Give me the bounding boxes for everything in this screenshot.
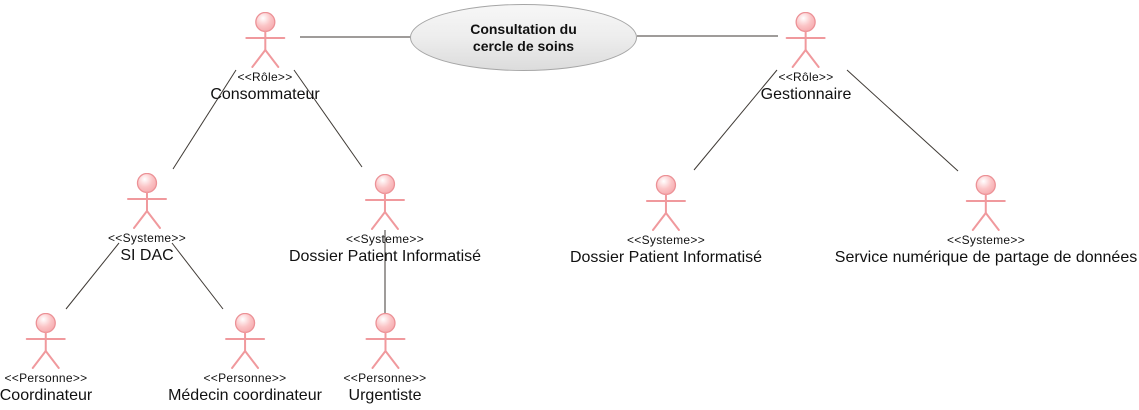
- person-icon: [364, 313, 405, 369]
- actor-name: Dossier Patient Informatisé: [569, 249, 763, 266]
- actor-dpi-left[interactable]: <<Systeme>> Dossier Patient Informatisé: [289, 174, 481, 266]
- actor-stereotype: <<Personne>>: [343, 371, 427, 385]
- actor-name: Gestionnaire: [760, 86, 852, 103]
- actor-consommateur[interactable]: <<Rôle>> Consommateur: [210, 12, 320, 104]
- actor-name: Médecin coordinateur: [168, 387, 322, 404]
- connector-consommateur-dpi-left: [293, 69, 363, 168]
- person-icon: [26, 313, 66, 369]
- actor-stereotype: <<Rôle>>: [237, 70, 293, 84]
- actor-stereotype: <<Rôle>>: [778, 70, 834, 84]
- person-icon: [225, 313, 265, 369]
- actor-stereotype: <<Systeme>>: [107, 231, 187, 245]
- actor-name: Consommateur: [210, 86, 320, 103]
- actor-stereotype: <<Personne>>: [4, 371, 88, 385]
- actor-name: Dossier Patient Informatisé: [288, 248, 482, 265]
- actor-service-numerique[interactable]: <<Systeme>> Service numérique de partage…: [835, 175, 1137, 267]
- use-case-node[interactable]: Consultation du cercle de soins: [410, 4, 637, 71]
- person-icon: [364, 174, 405, 230]
- connector-gestionnaire-dpi-right: [693, 69, 778, 171]
- actor-name: SI DAC: [120, 247, 174, 264]
- connector-sidac-medecin: [171, 242, 224, 310]
- actor-medecin-coordinateur[interactable]: <<Personne>> Médecin coordinateur: [168, 313, 322, 405]
- person-icon: [966, 175, 1006, 231]
- actor-stereotype: <<Personne>>: [203, 371, 287, 385]
- actor-gestionnaire[interactable]: <<Rôle>> Gestionnaire: [760, 12, 852, 104]
- actor-stereotype: <<Systeme>>: [345, 232, 425, 246]
- actor-urgentiste[interactable]: <<Personne>> Urgentiste: [343, 313, 426, 405]
- connector-sidac-coordinateur: [65, 242, 120, 310]
- actor-name: Urgentiste: [348, 387, 422, 404]
- person-icon: [126, 173, 167, 229]
- actor-name: Coordinateur: [0, 387, 93, 404]
- actor-name: Service numérique de partage de données: [834, 249, 1138, 266]
- actor-dpi-right[interactable]: <<Systeme>> Dossier Patient Informatisé: [570, 175, 762, 267]
- person-icon: [245, 12, 285, 68]
- use-case-label: Consultation du cercle de soins: [470, 20, 577, 54]
- person-icon: [786, 12, 826, 68]
- actor-si-dac[interactable]: <<Systeme>> SI DAC: [108, 173, 186, 265]
- actor-coordinateur[interactable]: <<Personne>> Coordinateur: [0, 313, 92, 405]
- connector-gestionnaire-service: [846, 69, 959, 172]
- connector-consommateur-sidac: [172, 69, 237, 170]
- actor-stereotype: <<Systeme>>: [626, 233, 706, 247]
- actor-stereotype: <<Systeme>>: [946, 233, 1025, 247]
- person-icon: [645, 175, 686, 231]
